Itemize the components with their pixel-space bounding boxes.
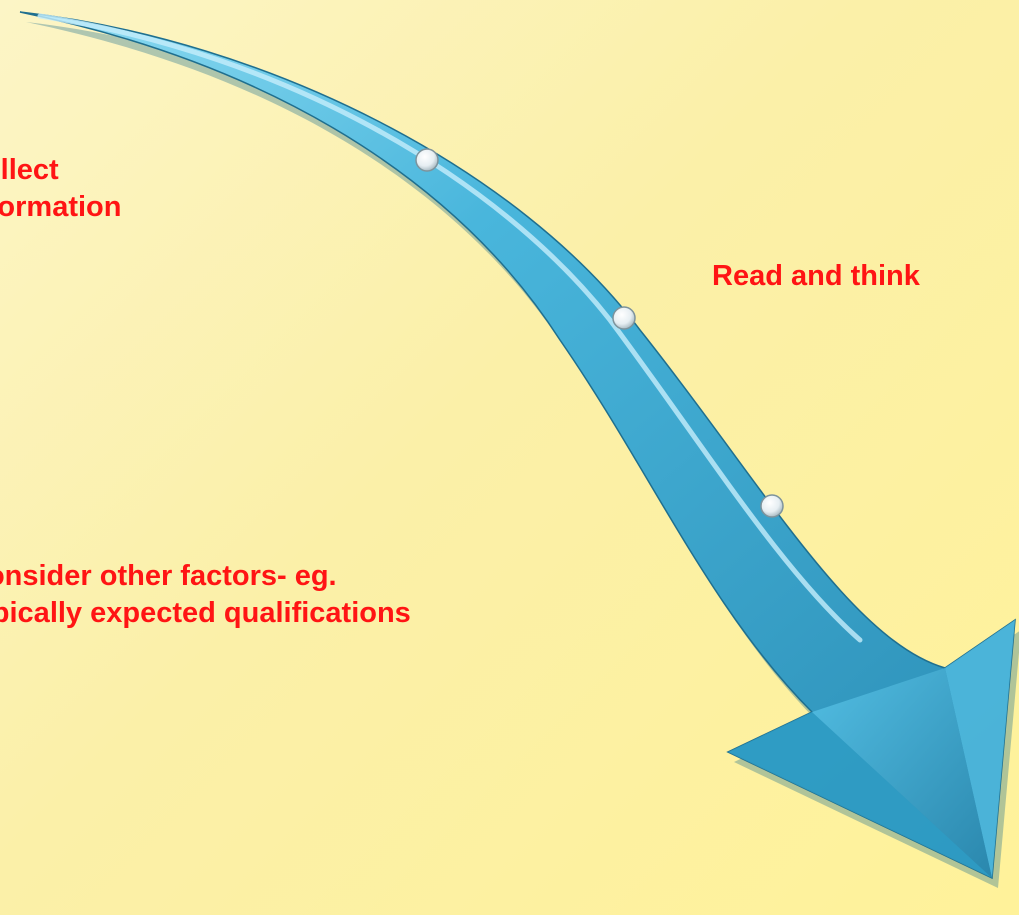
arrow-head-center <box>812 668 992 878</box>
arrow-markers <box>415 148 784 518</box>
marker-dot <box>612 306 636 330</box>
step-1-text: Collect information <box>0 154 122 223</box>
arrow-head-facet-left <box>728 712 992 878</box>
arrow-head-facet-right <box>945 620 1015 878</box>
step-2-text: Read and think <box>712 260 920 292</box>
step-read-and-think: Read and think <box>712 258 920 295</box>
step-consider-other-factors: Consider other factors- eg. typically ex… <box>0 558 411 632</box>
marker-dot <box>760 494 784 518</box>
arrow-highlight <box>37 13 863 643</box>
step-3-text: Consider other factors- eg. typically ex… <box>0 560 411 629</box>
step-collect-information: Collect information <box>0 152 122 226</box>
marker-dot <box>415 148 439 172</box>
